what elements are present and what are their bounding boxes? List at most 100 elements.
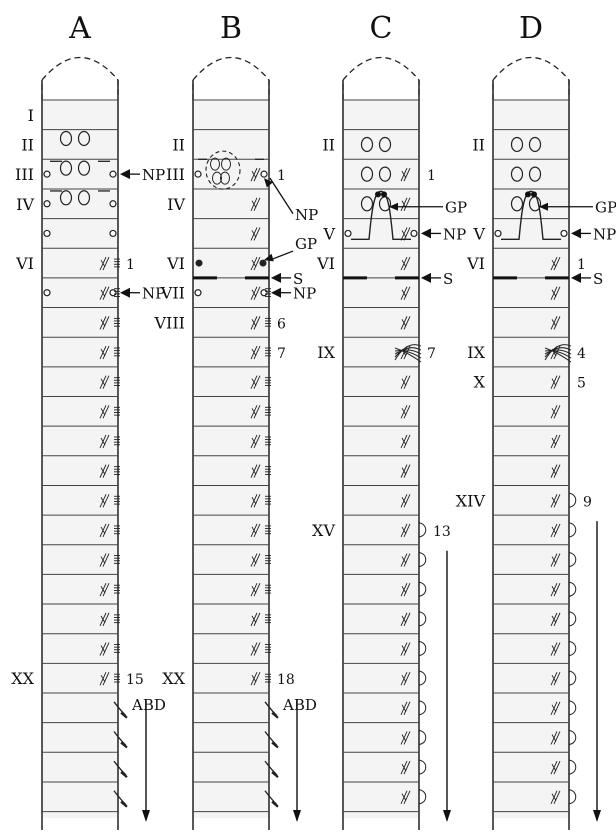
- chaeta-bundle: [250, 671, 261, 686]
- abdomen-label: ABD: [131, 696, 166, 714]
- septum-arrowhead: [421, 272, 431, 283]
- branchial-filament: [544, 347, 572, 358]
- gill: [418, 789, 427, 805]
- gill: [418, 759, 427, 775]
- ovary: [528, 136, 542, 153]
- hair-chaetae: [265, 673, 271, 683]
- nephropore: [43, 229, 51, 238]
- chaeta-bundle: [250, 494, 261, 508]
- chaeta-bundle: [400, 316, 411, 330]
- abdomen-label: ABD: [282, 696, 317, 714]
- ovary: [360, 136, 374, 153]
- nephropore: [560, 229, 568, 238]
- pointer-arrowhead: [571, 228, 581, 239]
- hair-chaetae: [114, 584, 120, 594]
- chaeta-bundle: [250, 375, 261, 389]
- egg-sac: [205, 150, 241, 190]
- prostomium-outline: [492, 57, 570, 100]
- gill: [418, 700, 427, 716]
- ventral-chaeta-tip: [271, 711, 279, 719]
- body: [343, 100, 419, 818]
- gonopore: [195, 259, 203, 267]
- segment-numeral: I: [28, 106, 34, 125]
- hair-chaetae: [265, 436, 271, 446]
- nephropore: [260, 289, 268, 297]
- branchial-filament: [394, 347, 422, 358]
- body: [193, 100, 269, 818]
- chaeta-bundle: [99, 256, 110, 271]
- chaeta-bundle: [550, 553, 561, 567]
- annotation-label: GP: [295, 235, 317, 253]
- segment-numeral: VI: [466, 254, 485, 273]
- hair-chaetae: [114, 406, 120, 416]
- pointer-arrowhead: [271, 287, 281, 298]
- segment-numeral: XX: [11, 669, 34, 688]
- chaeta-bundle: [250, 197, 261, 211]
- chaeta-bundle: [250, 286, 261, 300]
- pointer-arrowhead: [120, 287, 130, 298]
- gill: [418, 641, 427, 657]
- branchial-filament: [544, 344, 572, 361]
- nephropore: [494, 229, 502, 238]
- ovary: [360, 166, 374, 182]
- gill: [568, 581, 577, 597]
- chaetae-count: 1: [577, 257, 586, 273]
- nephropore: [194, 170, 202, 178]
- ovary: [59, 130, 73, 147]
- chaeta-bundle: [250, 227, 261, 241]
- prostomium-outline: [41, 57, 119, 100]
- chaeta-bundle: [99, 612, 110, 627]
- leader-arrowhead: [263, 253, 274, 262]
- gill: [568, 522, 577, 538]
- chaeta-bundle: [250, 316, 261, 330]
- gill: [418, 552, 427, 568]
- ovum: [210, 157, 220, 171]
- leader-line: [269, 250, 294, 261]
- chaeta-bundle: [550, 494, 561, 508]
- nephropore: [260, 170, 268, 178]
- hair-chaetae: [114, 495, 120, 505]
- chaeta-bundle: [250, 167, 261, 182]
- chaeta-bundle: [99, 375, 110, 389]
- ovum: [221, 157, 231, 171]
- ovary: [77, 160, 91, 176]
- gill: [418, 729, 427, 745]
- septum-label: S: [593, 270, 603, 288]
- ventral-chaeta-tip: [120, 741, 128, 749]
- chaetae-count: 7: [277, 346, 286, 362]
- hair-chaetae: [265, 555, 271, 564]
- chaeta-bundle: [250, 583, 261, 597]
- nephropore: [109, 289, 117, 297]
- septum-arrowhead: [271, 272, 281, 283]
- chaeta-bundle: [550, 375, 561, 389]
- chaetae-count: 6: [277, 316, 286, 332]
- arrowhead: [443, 810, 451, 822]
- chaeta-bundle: [550, 701, 561, 716]
- chaeta-bundle: [400, 612, 411, 627]
- hair-chaetae: [265, 644, 271, 653]
- gill: [418, 611, 427, 627]
- chaeta-bundle: [250, 405, 261, 419]
- body: [493, 100, 569, 818]
- chaeta-bundle: [250, 523, 261, 538]
- septum-label: S: [293, 270, 303, 288]
- septum-arrowhead: [571, 272, 581, 283]
- hair-chaetae: [114, 466, 120, 475]
- nephropore: [410, 229, 418, 238]
- chaeta-bundle: [550, 286, 561, 300]
- ovary: [510, 196, 524, 212]
- branchial-filament: [544, 350, 572, 359]
- branchial-filament: [394, 349, 422, 355]
- segment-numeral: V: [322, 224, 335, 243]
- gill: [568, 759, 577, 775]
- hair-chaetae: [114, 377, 120, 386]
- chaeta-bundle: [99, 583, 110, 597]
- hair-chaetae: [114, 288, 120, 297]
- segment-numeral: XX: [162, 669, 185, 688]
- chaeta-bundle: [400, 553, 411, 567]
- gonopore: [375, 191, 381, 198]
- gill: [568, 492, 577, 508]
- ovary: [59, 190, 73, 206]
